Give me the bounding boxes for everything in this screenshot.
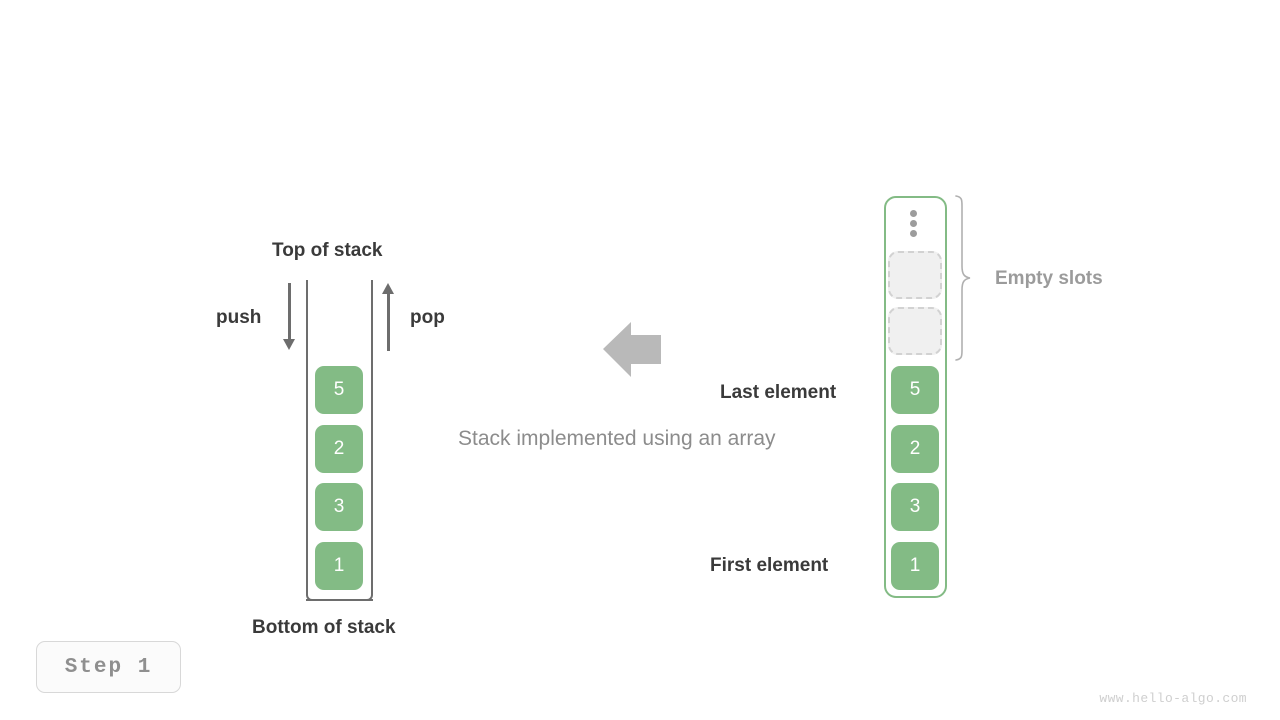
array-empty-slot[interactable] (888, 307, 942, 355)
diagram-caption: Stack implemented using an array (458, 427, 776, 450)
stack-container (306, 280, 373, 601)
watermark: www.hello-algo.com (1099, 691, 1247, 706)
first-element-label: First element (710, 555, 829, 576)
empty-slots-label: Empty slots (995, 268, 1103, 289)
array-element[interactable]: 5 (891, 366, 939, 414)
stack-element[interactable]: 1 (315, 542, 363, 590)
top-of-stack-label: Top of stack (272, 240, 383, 261)
push-arrow-icon (283, 283, 297, 351)
stack-wall-left (306, 280, 308, 593)
pop-label: pop (410, 307, 445, 328)
push-label: push (216, 307, 262, 328)
stack-corner-bottom-right (363, 591, 373, 601)
bottom-of-stack-label: Bottom of stack (252, 617, 396, 638)
stack-floor (306, 599, 373, 601)
step-badge-label: Step 1 (64, 655, 153, 679)
array-element[interactable]: 2 (891, 425, 939, 473)
array-empty-slot[interactable] (888, 251, 942, 299)
stack-element[interactable]: 3 (315, 483, 363, 531)
array-element[interactable]: 3 (891, 483, 939, 531)
stack-wall-right (371, 280, 373, 593)
arrow-left-icon (603, 322, 661, 377)
step-badge: Step 1 (36, 641, 181, 693)
stack-corner-bottom-left (306, 591, 316, 601)
vertical-ellipsis-icon (910, 210, 917, 237)
pop-arrow-icon (382, 283, 396, 351)
last-element-label: Last element (720, 382, 837, 403)
curly-brace-icon (955, 195, 971, 361)
array-element[interactable]: 1 (891, 542, 939, 590)
stack-element[interactable]: 5 (315, 366, 363, 414)
stack-element[interactable]: 2 (315, 425, 363, 473)
